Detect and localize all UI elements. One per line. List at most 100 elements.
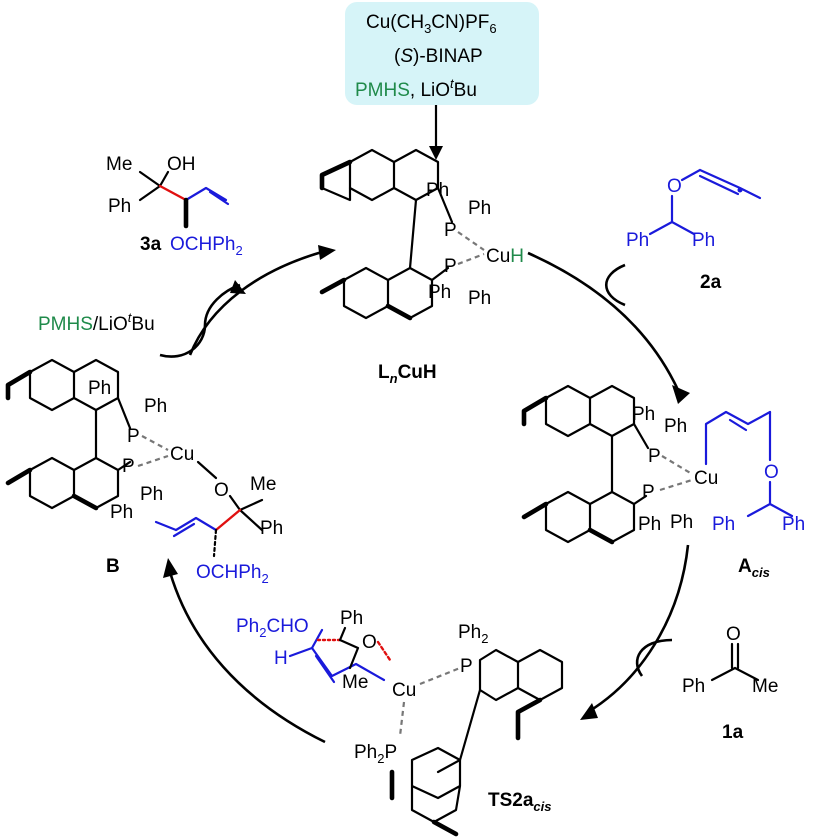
bond-P2 (430, 266, 450, 282)
arc-bottom-left (168, 571, 326, 744)
TS-dash-Cu-P1 (419, 666, 461, 686)
ph-P1b: Ph (468, 198, 491, 219)
B-atom-O: O (214, 480, 229, 501)
arrowhead-to-LnCuH (318, 245, 336, 260)
TS-naphthyl-upper (478, 648, 564, 702)
A-allyl-chain (704, 410, 772, 466)
A-naphthyl-upper-bold (521, 395, 549, 427)
naphthyl-lower-bold (319, 277, 413, 321)
naphthyl-lower (342, 266, 434, 320)
reagent-pmhs-left: PMHS/LiOtBu (38, 310, 155, 335)
B-naphthyl-lower (28, 456, 120, 510)
me-3a: Me (106, 154, 132, 175)
A-naphthyl-lower-bold (521, 501, 615, 545)
B-naphthyl-upper (28, 358, 120, 412)
A-ph3: Ph (638, 514, 661, 535)
arrow-2a-in (605, 263, 626, 307)
ph-3a: Ph (108, 196, 131, 217)
1a-bonds (710, 642, 760, 682)
arrow-pmhs-in (159, 283, 241, 358)
TS-me: Me (342, 672, 368, 693)
reagent-binap: (S)-BINAP (394, 46, 483, 67)
TS-ph2-P1: Ph2 (458, 622, 488, 646)
arrowhead-3a-out (230, 280, 246, 294)
A-ph6: Ph (782, 514, 805, 535)
dash-P1-Cu (457, 231, 485, 251)
A-naphthyl-upper (544, 384, 636, 438)
naphthyl-upper-bold (319, 159, 353, 191)
allene-center (737, 187, 743, 193)
1a-ph: Ph (682, 676, 705, 697)
arrow-1a-in (635, 638, 673, 677)
biaryl-bond (408, 198, 418, 270)
TS-naphthyl-upper-bold (515, 697, 543, 741)
label-3a: 3a (140, 234, 162, 255)
oh-3a: OH (167, 154, 196, 175)
B-ph5: Ph (260, 518, 283, 539)
ph-P1a: Ph (426, 180, 449, 201)
dash-P2-Cu (457, 252, 485, 266)
ph-2a-right: Ph (692, 230, 715, 251)
bond-P1 (436, 186, 454, 224)
naphthyl-upper-edge (320, 186, 352, 202)
TS-dash-Cu-P2 (398, 701, 406, 737)
TS-atom-O: O (362, 632, 377, 653)
TS-allyl (310, 646, 386, 682)
reagent-pmhs: PMHS, LiOtBu (355, 76, 477, 101)
arrowhead-to-Acis (672, 385, 690, 404)
B-och: OCHPh2 (196, 562, 269, 586)
allene-chain (680, 168, 762, 200)
B-atom-P2: P (122, 456, 135, 477)
complex-B: P Ph Ph P Ph Ph Cu O Me Ph OCHPh2 B (5, 358, 283, 586)
A-atom-O: O (764, 462, 779, 483)
label-2a: 2a (700, 272, 722, 293)
TS-atom-P1: P (460, 656, 473, 677)
B-naphthyl-lower-bold (5, 467, 99, 511)
reagent-arrowhead (429, 146, 443, 160)
complex-LnCuH: P Ph Ph P Ph Ph CuH LnCuH (319, 148, 524, 386)
A-ch-bonds (746, 480, 794, 518)
A-dash-P2-Cu (659, 478, 693, 492)
arrowhead-to-B (163, 558, 178, 578)
B-vinyl (154, 516, 218, 538)
arc-left (188, 250, 323, 356)
complex-Acis: P Ph Ph P Ph Ph Cu O Ph Ph Acis (521, 384, 805, 580)
A-ph2: Ph (664, 416, 687, 437)
allene-double (698, 174, 740, 196)
arc-right (587, 544, 690, 714)
B-ph4: Ph (110, 502, 133, 523)
B-bond-P1 (116, 396, 132, 430)
TS-ph2-P2: Ph2P (354, 742, 397, 766)
och-3a: OCHPh2 (170, 234, 243, 258)
A-naphthyl-lower (544, 490, 636, 544)
atom-O-2a: O (667, 176, 682, 197)
3a-bonds (138, 170, 170, 202)
3a-red-bond (158, 184, 188, 202)
B-bond-P2 (116, 460, 132, 472)
product-3a: Me OH Ph 3a OCHPh2 (106, 154, 243, 258)
A-ph5: Ph (712, 514, 735, 535)
transition-state-TS2acis: Ph2CHO Ph H O Me Cu P Ph2 Ph2P TS2acis (236, 608, 564, 837)
reagent-box: Cu(CH3CN)PF6 (S)-BINAP PMHS, LiOtBu (345, 2, 539, 105)
TS-ph: Ph (340, 608, 363, 629)
B-red-bond (214, 508, 242, 532)
TS-O-Cu (376, 640, 392, 662)
B-ph1: Ph (88, 378, 111, 399)
A-allyl-double (728, 418, 748, 432)
B-hash (212, 528, 218, 558)
arc-top-right (527, 251, 680, 391)
TS-ph2cho: Ph2CHO (236, 616, 309, 640)
substrate-2a: O Ph Ph 2a (626, 168, 762, 293)
cycle-arcs (159, 245, 690, 744)
B-ph2: Ph (144, 396, 167, 417)
1a-me: Me (752, 676, 778, 697)
label-TS2acis: TS2acis (488, 790, 552, 814)
A-ph1: Ph (632, 404, 655, 425)
atom-CuH: CuH (486, 246, 524, 267)
B-dash-P1-Cu (141, 435, 169, 451)
2a-ch-bonds (648, 194, 696, 236)
B-ph3: Ph (140, 484, 163, 505)
B-dash-P2-Cu (137, 454, 169, 468)
